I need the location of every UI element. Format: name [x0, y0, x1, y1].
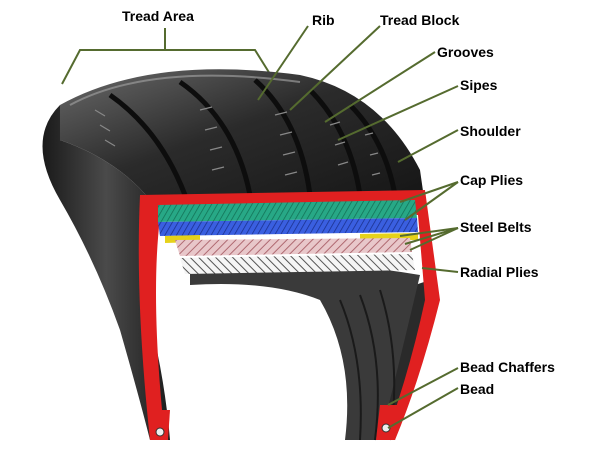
tread-highlights [69, 74, 301, 106]
label-steel-belts: Steel Belts [460, 219, 532, 235]
cap-ply-teal [158, 200, 417, 222]
label-grooves: Grooves [437, 44, 494, 60]
inner-sidewall-surface [190, 261, 420, 440]
tread-sipes [94, 106, 381, 176]
steel-belt-pink [175, 238, 412, 256]
label-shoulder: Shoulder [460, 123, 521, 139]
bead-left [150, 410, 170, 440]
bead-right [376, 405, 400, 440]
tread-area-bracket [61, 28, 271, 85]
label-sipes: Sipes [460, 77, 498, 93]
left-sidewall [42, 105, 170, 440]
leader-lines [257, 25, 459, 429]
label-bead: Bead [460, 381, 495, 397]
label-radial-plies: Radial Plies [460, 264, 539, 280]
label-tread-area: Tread Area [122, 8, 194, 24]
label-tread-block: Tread Block [380, 12, 460, 28]
cap-ply-blue [158, 218, 418, 236]
label-cap-plies: Cap Plies [460, 172, 524, 188]
radial-ply [180, 254, 415, 274]
tread-body [60, 69, 425, 206]
label-rib: Rib [312, 12, 335, 28]
label-bead-chaffers: Bead Chaffers [460, 359, 555, 375]
